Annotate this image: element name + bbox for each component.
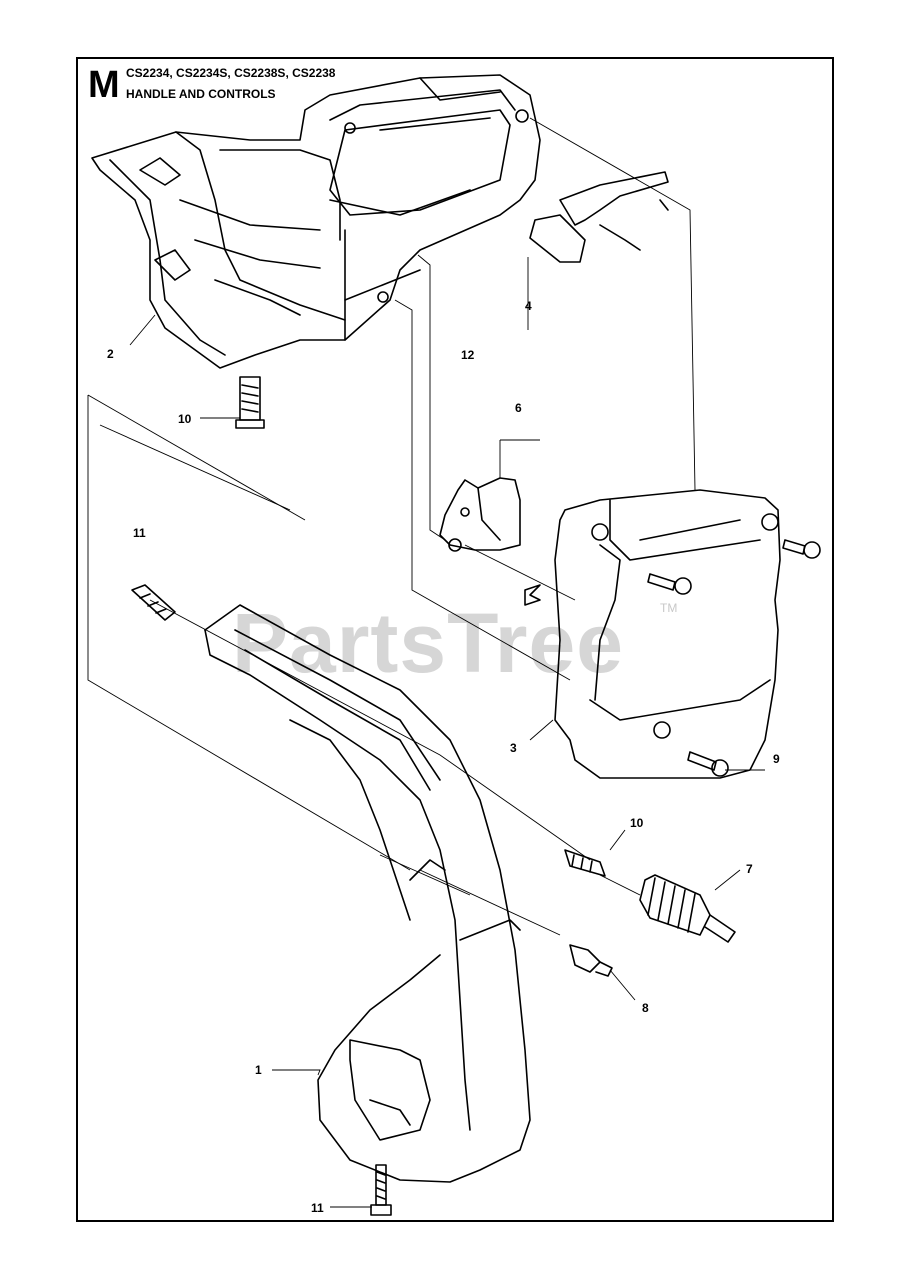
screw-front-middle xyxy=(647,573,692,595)
screw-11-top xyxy=(131,584,176,621)
screw-11-bottom xyxy=(370,1164,392,1216)
callout-11-bottom: 11 xyxy=(311,1201,324,1215)
front-housing-part xyxy=(554,489,781,779)
throttle-lock-part xyxy=(439,477,521,552)
watermark-trademark: TM xyxy=(660,601,677,615)
callout-2: 2 xyxy=(107,347,114,361)
screw-front-upper xyxy=(782,539,821,559)
assembly-guide-lines xyxy=(87,117,765,1208)
rear-handle-housing-part xyxy=(91,74,541,369)
throttle-trigger-part xyxy=(529,171,669,263)
spring-clip-part xyxy=(524,584,541,606)
section-letter: M xyxy=(88,64,120,106)
callout-1: 1 xyxy=(255,1063,262,1077)
callout-8: 8 xyxy=(642,1001,649,1015)
section-title: HANDLE AND CONTROLS xyxy=(126,87,276,101)
front-handle-bar-part xyxy=(204,604,531,1183)
model-numbers: CS2234, CS2234S, CS2238S, CS2238 xyxy=(126,66,336,80)
callout-10-middle: 10 xyxy=(630,816,644,830)
callout-4: 4 xyxy=(525,299,532,313)
watermark: PartsTree xyxy=(232,596,624,690)
bolt-8 xyxy=(569,944,613,977)
callout-9: 9 xyxy=(773,752,780,766)
screw-10-top xyxy=(235,376,265,429)
screw-10-middle xyxy=(564,849,606,877)
callout-12: 12 xyxy=(461,348,475,362)
callout-7: 7 xyxy=(746,862,753,876)
callout-3: 3 xyxy=(510,741,517,755)
callout-11-top: 11 xyxy=(133,526,146,540)
screw-9 xyxy=(687,751,729,777)
diagram-frame xyxy=(76,57,834,1222)
callout-6: 6 xyxy=(515,401,522,415)
callout-10-top: 10 xyxy=(178,412,192,426)
anti-vibration-spring-7 xyxy=(639,874,736,943)
